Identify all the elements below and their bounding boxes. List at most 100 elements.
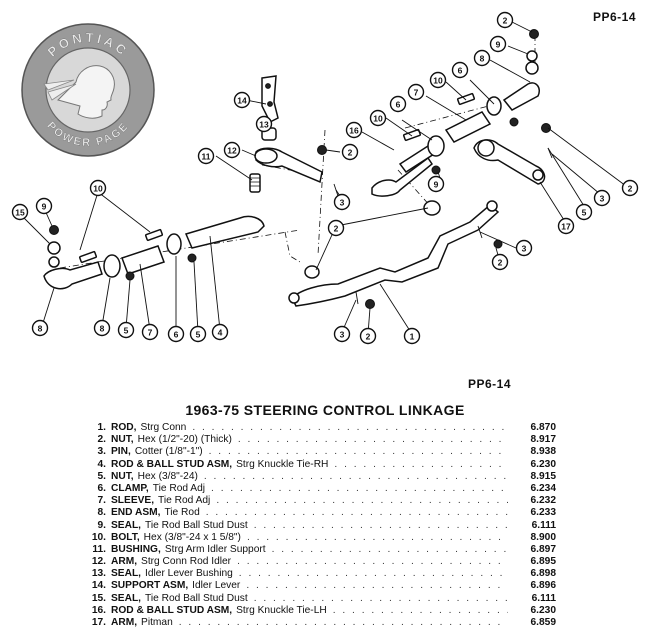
item-description: Strg Arm Idler Support — [164, 543, 266, 555]
callout-label: 12 — [227, 146, 237, 156]
callout-circle — [93, 319, 111, 337]
item-number: 1. — [97, 422, 107, 433]
tie-rod-ball-seal — [423, 200, 441, 216]
item-name: BUSHING, — [111, 543, 161, 555]
parts-list-title: 1963-75 STEERING CONTROL LINKAGE — [185, 402, 465, 418]
item-name: ROD & BALL STUD ASM, — [111, 604, 233, 616]
callout-5: 5 — [189, 325, 207, 343]
leader-dots — [334, 459, 508, 471]
tie-rod-end-lower — [43, 261, 103, 290]
tie-rod-end-upper — [502, 82, 540, 111]
item-number: 13. — [91, 568, 106, 580]
item-description: Strg Knuckle Tie-LH — [236, 604, 327, 616]
item-part-number: 6.111 — [531, 519, 556, 531]
callout-1: 1 — [403, 327, 421, 345]
callout-circle — [489, 35, 507, 53]
leader-dots — [209, 446, 508, 458]
item-part-number: 6.230 — [530, 604, 557, 616]
callout-circle — [403, 327, 421, 345]
callout-label: 3 — [600, 194, 605, 204]
callout-circle — [211, 323, 229, 341]
item-name: ROD & BALL STUD ASM, — [111, 458, 233, 470]
callout-circle — [89, 179, 107, 197]
callout-3: 3 — [593, 189, 611, 207]
item-number: 3. — [97, 446, 107, 458]
callout-label: 7 — [414, 88, 419, 98]
item-description: Cotter (1/8"-1") — [134, 446, 203, 458]
leader-dots — [238, 434, 508, 446]
callout-3: 3 — [333, 193, 351, 211]
callout-circle — [31, 319, 49, 337]
callout-label: 9 — [496, 40, 501, 50]
callout-label: 2 — [498, 258, 503, 268]
callout-circle — [327, 219, 345, 237]
callout-circle — [117, 321, 135, 339]
leader-dots — [192, 422, 508, 434]
bracket-hole — [267, 101, 273, 107]
item-description: Strg Conn Rod Idler — [141, 556, 232, 568]
linkage-diagram: 2986107141361016122119317532109215328857… — [11, 11, 639, 345]
item-name: END ASM, — [111, 507, 161, 519]
callout-2: 2 — [359, 327, 377, 345]
item-name: ARM, — [111, 617, 138, 628]
hex-nut — [49, 225, 59, 235]
idler-arm-eye — [254, 148, 278, 164]
callout-9: 9 — [35, 197, 53, 215]
callout-label: 1 — [410, 332, 415, 342]
leader-dots — [246, 580, 508, 592]
item-description: Tie Rod Ball Stud Dust — [145, 519, 248, 531]
callout-6: 6 — [389, 95, 407, 113]
callout-10: 10 — [429, 71, 447, 89]
pitman-ball-end — [532, 169, 544, 181]
callout-circle — [333, 325, 351, 343]
leader-dots — [272, 544, 508, 556]
bracket-hole — [265, 83, 271, 89]
callout-11: 11 — [197, 147, 215, 165]
callout-label: 7 — [148, 328, 153, 338]
tie-rod-lh-clamp — [427, 135, 445, 157]
callout-16: 16 — [345, 121, 363, 139]
parts-list-row: 17.ARM,Pitman6.859 — [86, 617, 556, 629]
item-number: 14. — [91, 580, 106, 592]
hex-nut — [431, 165, 441, 175]
item-part-number: 8.915 — [530, 470, 557, 482]
callout-circle — [11, 203, 29, 221]
tie-rod-end-lower-seal — [48, 256, 60, 268]
callout-label: 5 — [196, 330, 201, 340]
item-part-number: 8.900 — [530, 531, 557, 543]
callout-circle — [491, 253, 509, 271]
leader-dots — [211, 483, 508, 495]
callout-label: 4 — [218, 328, 223, 338]
idler-bushing — [249, 173, 261, 193]
callout-label: 3 — [340, 330, 345, 340]
item-name: CLAMP, — [111, 482, 149, 494]
parts-list-row: 14.SUPPORT ASM,Idler Lever6.896 — [86, 580, 556, 592]
item-part-number: 8.938 — [530, 446, 557, 458]
callout-circle — [407, 83, 425, 101]
item-part-number: 6.898 — [530, 568, 557, 580]
leader-dots — [333, 605, 508, 617]
ball-stud-seal — [526, 50, 538, 62]
callout-14: 14 — [233, 91, 251, 109]
callout-circle — [621, 179, 639, 197]
item-description: Tie Rod Ball Stud Dust — [145, 592, 248, 604]
parts-list-row: 16.ROD & BALL STUD ASM,Strg Knuckle Tie-… — [86, 605, 556, 617]
callout-circle — [473, 49, 491, 67]
item-part-number: 6.895 — [530, 556, 557, 568]
item-part-number: 6.233 — [530, 507, 557, 519]
parts-list-row: 9.SEAL,Tie Rod Ball Stud Dust6.111 — [86, 519, 557, 532]
hex-nut — [125, 271, 135, 281]
callout-circle — [496, 11, 514, 29]
leader-dots — [179, 617, 508, 629]
parts-list-row: 7.SLEEVE,Tie Rod Adj6.232 — [86, 495, 557, 507]
parts-list-row: 8.END ASM,Tie Rod6.233 — [86, 507, 557, 519]
callout-label: 9 — [434, 180, 439, 190]
tie-rod-ball-seal — [304, 265, 320, 279]
item-number: 17. — [91, 617, 106, 628]
callout-10: 10 — [89, 179, 107, 197]
item-part-number: 6.230 — [530, 458, 557, 470]
item-description: Idler Lever — [192, 580, 241, 592]
callout-label: 14 — [237, 96, 247, 106]
callout-12: 12 — [223, 141, 241, 159]
